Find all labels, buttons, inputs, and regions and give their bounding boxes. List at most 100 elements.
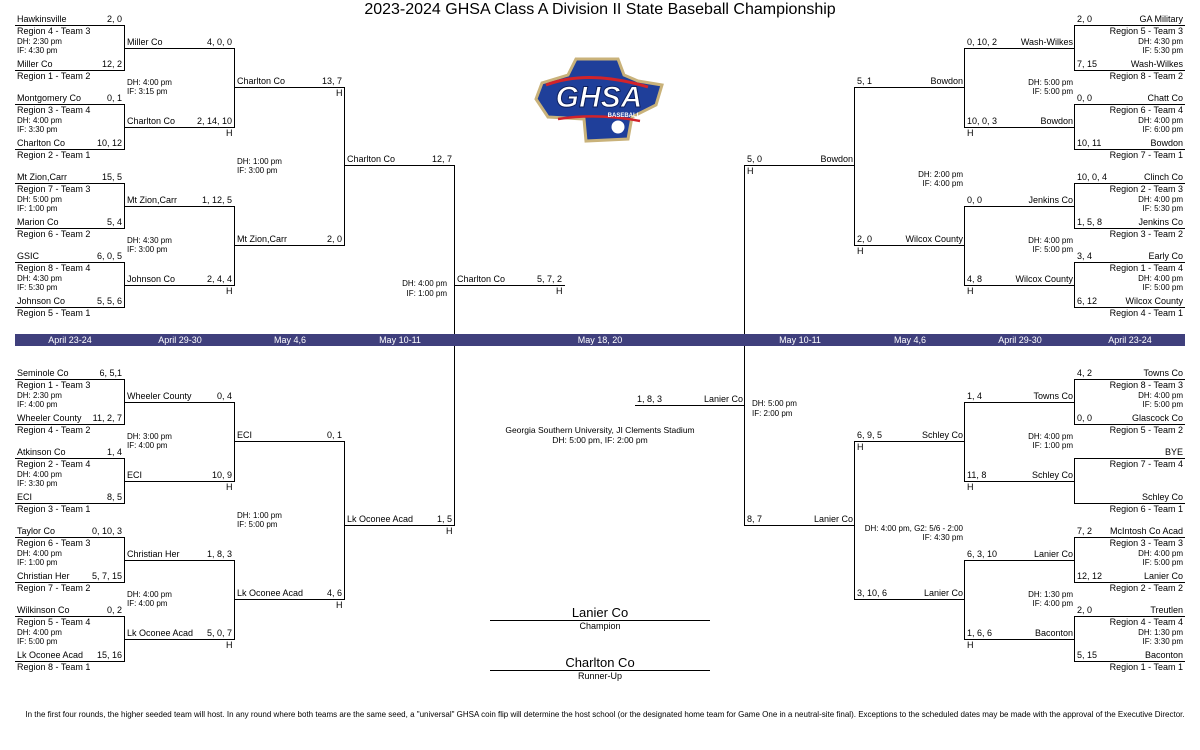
host-marker: H: [446, 526, 453, 536]
team-score: 0, 1: [106, 93, 122, 103]
team-name: Hawkinsville: [17, 14, 67, 24]
champion-label: Champion: [579, 621, 621, 631]
team-score: 5, 0: [747, 154, 763, 164]
team-score: 10, 0, 4: [1077, 172, 1108, 182]
seed-label: Region 1 - Team 2: [17, 71, 91, 81]
bracket-slot-round-1: Marion Co 5, 4: [15, 217, 125, 229]
seed-label: Region 8 - Team 3: [1109, 380, 1183, 390]
team-score: 5, 7, 2: [536, 274, 562, 284]
team-name: Seminole Co: [17, 368, 69, 378]
team-score: 8, 5: [106, 492, 122, 502]
seed-label: Region 8 - Team 4: [17, 263, 91, 273]
team-name: Lk Oconee Acad: [127, 627, 194, 638]
team-name: Treutlen: [1150, 605, 1183, 615]
team-name: ECI: [237, 430, 253, 440]
team-name: Mt Zion,Carr: [127, 194, 178, 205]
runner-up-block: Charlton Co Runner-Up: [490, 656, 710, 681]
team-name: Wheeler County: [127, 390, 192, 401]
team-name: GSIC: [17, 251, 40, 261]
bracket-slot-round-3: Charlton Co 13, 7: [235, 76, 345, 88]
doubleheader-time: DH: 4:30 pm: [1138, 37, 1183, 46]
team-score: 3, 10, 6: [857, 588, 888, 598]
team-score: 5, 0, 7: [206, 627, 232, 638]
seed-label: Region 6 - Team 1: [1109, 504, 1183, 514]
if-game-time: IF: 5:00 pm: [237, 520, 278, 529]
seed-label: Region 1 - Team 1: [1109, 662, 1183, 672]
seed-label: Region 3 - Team 1: [17, 504, 91, 514]
team-name: Jenkins Co: [1028, 194, 1073, 205]
seed-label: Region 5 - Team 4: [17, 617, 91, 627]
doubleheader-time: DH: 4:00 pm: [127, 78, 172, 87]
seed-label: Region 7 - Team 3: [17, 184, 91, 194]
team-score: 5, 4: [106, 217, 122, 227]
team-name: Charlton Co: [237, 76, 286, 86]
team-name: Jenkins Co: [1138, 217, 1183, 227]
bracket-connector: [234, 205, 235, 286]
team-name: Marion Co: [17, 217, 59, 227]
team-name: Charlton Co: [457, 274, 506, 284]
team-score: 5, 7, 15: [91, 571, 122, 581]
team-name: Baconton: [1144, 650, 1183, 660]
if-game-time: IF: 5:30 pm: [17, 283, 58, 292]
doubleheader-time: DH: 1:30 pm: [1138, 628, 1183, 637]
round-date-label: May 10-11: [779, 335, 821, 345]
if-game-time: IF: 4:00 pm: [127, 599, 168, 608]
if-game-time: IF: 4:00 pm: [1032, 599, 1073, 608]
team-score: 5, 1: [857, 76, 873, 86]
team-score: 15, 16: [96, 650, 122, 660]
team-name: Bowdon: [930, 76, 963, 86]
bracket-connector: [854, 441, 855, 600]
bracket-connector: [124, 616, 125, 662]
team-score: 13, 7: [321, 76, 342, 86]
bracket-slot-round-1: Montgomery Co 0, 1: [15, 93, 125, 105]
team-score: 7, 15: [1077, 59, 1098, 69]
championship-slot: Charlton Co 5, 7, 2: [455, 274, 565, 286]
team-name: GA Military: [1139, 14, 1183, 24]
venue-times: DH: 5:00 pm, IF: 2:00 pm: [552, 435, 648, 445]
doubleheader-time: DH: 4:00 pm: [1138, 549, 1183, 558]
bracket-connector: [124, 537, 125, 583]
team-score: 2, 0: [106, 14, 122, 24]
team-score: 2, 0: [326, 234, 342, 244]
team-score: 8, 7: [747, 514, 763, 524]
team-name: Christian Her: [127, 548, 180, 559]
team-score: 6, 9, 5: [857, 430, 883, 440]
bracket-connector: [234, 559, 235, 640]
round-date-label: April 23-24: [48, 335, 92, 345]
team-name: Johnson Co: [127, 273, 176, 284]
team-name: Wilcox County: [1125, 296, 1183, 306]
if-game-time: IF: 5:30 pm: [1142, 204, 1183, 213]
team-name: Clinch Co: [1143, 172, 1183, 182]
team-name: Montgomery Co: [17, 93, 82, 103]
team-score: 6, 0, 5: [96, 251, 122, 261]
team-name: ECI: [127, 469, 143, 480]
team-score: 1, 5: [436, 514, 452, 524]
bracket-connector: [124, 458, 125, 504]
team-score: 10, 12: [96, 138, 122, 148]
if-game-time: IF: 3:00 pm: [237, 166, 278, 175]
if-game-time: IF: 1:00 pm: [1032, 441, 1073, 450]
team-name: Miller Co: [127, 36, 163, 47]
final-venue: Georgia Southern University, JI Clements…: [400, 425, 800, 445]
seed-label: Region 5 - Team 1: [17, 308, 91, 318]
if-game-time: IF: 5:00 pm: [1142, 558, 1183, 567]
